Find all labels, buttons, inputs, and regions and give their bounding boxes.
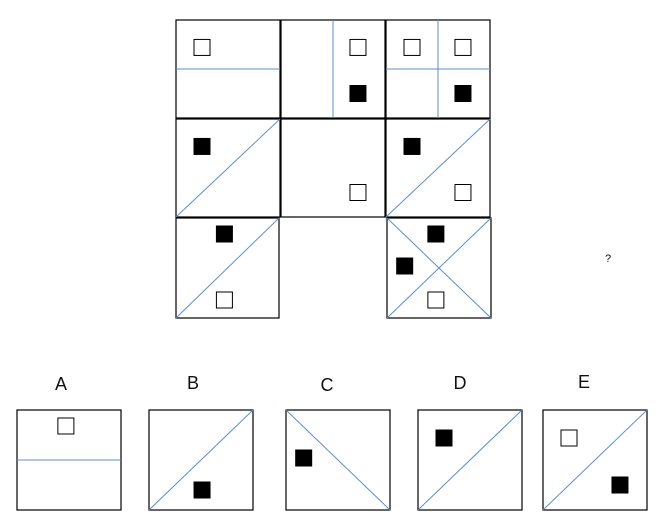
filled-square-top-left [193,137,211,155]
matrix-cell-r1c1 [175,19,281,119]
hollow-square-top [57,417,75,435]
divider-line-diagonal-up [175,118,281,218]
option-figure [285,409,391,511]
divider-line-diagonal-up [542,409,648,511]
filled-square-bottom-right [349,85,367,102]
option-label: A [55,374,67,394]
divider-line-diagonal-up [385,118,491,218]
hollow-square-bottom-right [349,184,367,201]
hollow-square-top-left [193,38,211,56]
filled-square-left [295,449,313,467]
matrix-cell-r1c2 [280,19,386,119]
matrix-cell-r1c3 [385,19,491,119]
option-e[interactable]: E [542,372,648,511]
option-c[interactable]: C [285,375,391,511]
hollow-square-bottom [427,291,445,309]
option-b[interactable]: B [148,373,254,511]
filled-square-top-left [403,137,421,155]
question-mark: ? [605,253,611,265]
filled-square-bottom-center [193,481,211,499]
option-a[interactable]: A [16,374,122,511]
divider-line-diagonal-up [417,409,523,511]
option-figure [417,409,523,511]
filled-square-left [396,257,414,275]
hollow-square-bottom-right [454,184,472,201]
matrix-cell-r2c1 [175,118,281,218]
option-label: D [454,373,467,393]
filled-square-top [427,225,445,243]
puzzle-matrix [175,19,492,319]
matrix-cell-r3c3 [386,217,492,319]
filled-square-top [215,225,233,243]
option-figure [148,409,254,511]
option-label: B [187,373,199,393]
matrix-cell-r2c2 [280,118,386,218]
filled-square-top-left [435,429,453,447]
divider-line-diagonal-up [175,217,280,319]
option-label: E [578,372,590,392]
hollow-square-top-right [454,38,472,56]
cell-frame [280,118,386,218]
filled-square-bottom-right [454,85,472,102]
option-d[interactable]: D [417,373,523,511]
hollow-square-top-left [560,429,578,447]
answer-options: A B C D E [16,372,648,511]
option-figure [16,409,122,511]
divider-line-diagonal-up [148,409,254,511]
filled-square-bottom-right [611,476,629,494]
hollow-square-top-right [349,38,367,56]
divider-line-diagonal-down [386,217,492,319]
matrix-cell-r2c3 [385,118,491,218]
option-figure [542,409,648,511]
hollow-square-bottom [215,291,233,309]
divider-line-diagonal-down [285,409,391,511]
hollow-square-top-left [403,38,421,56]
option-label: C [321,375,334,395]
matrix-cell-r3c1 [175,217,280,319]
